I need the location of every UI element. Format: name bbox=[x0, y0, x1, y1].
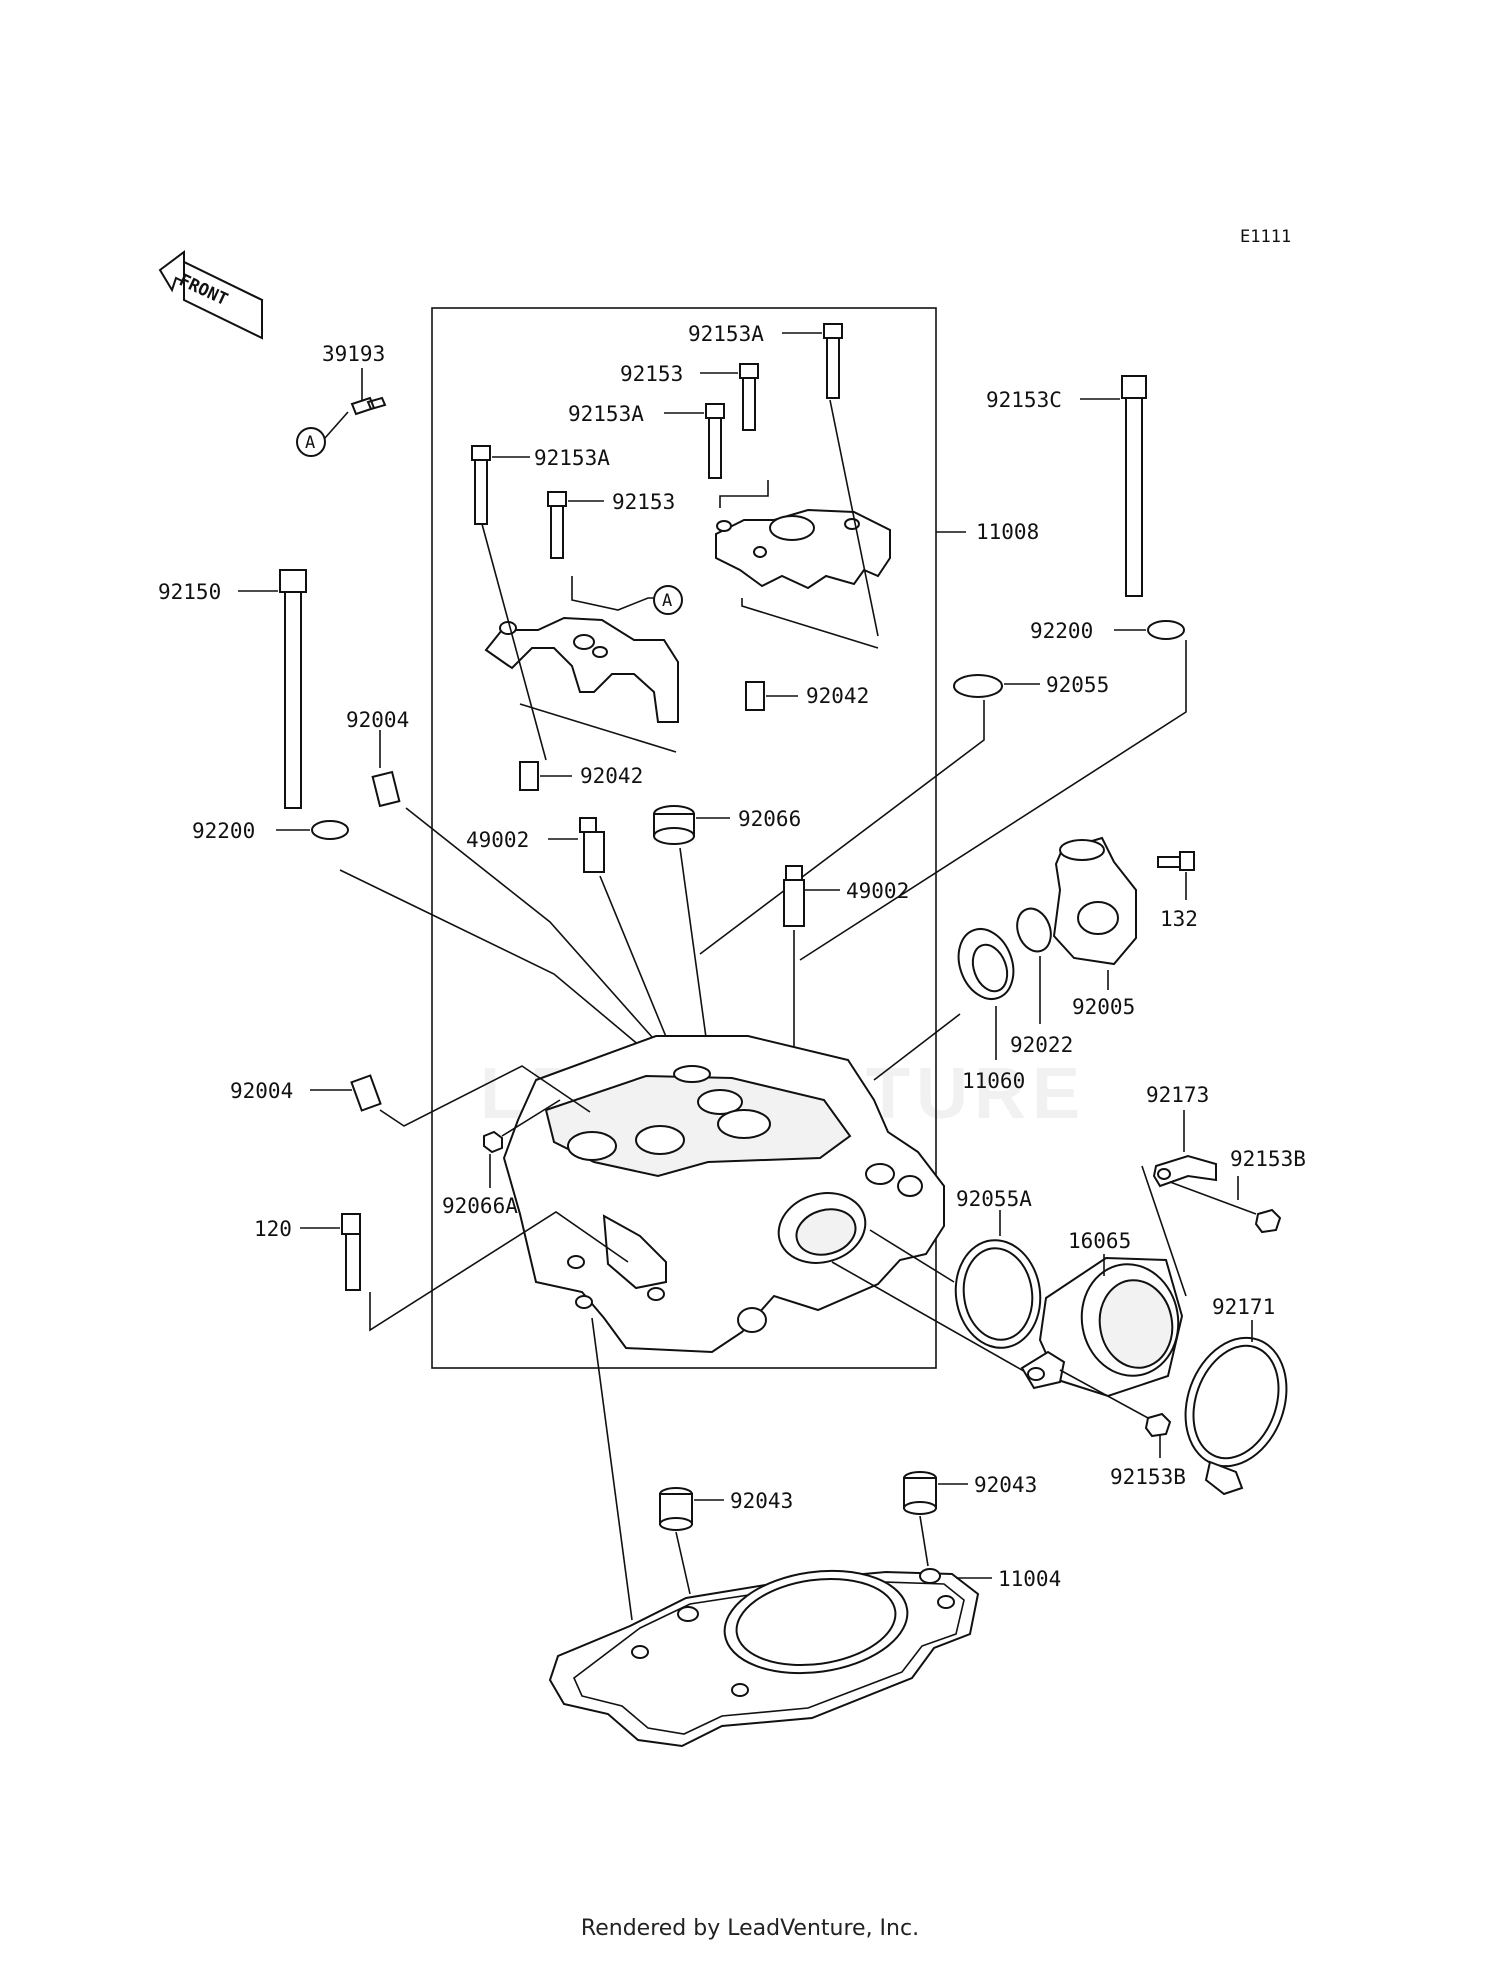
bolt-132 bbox=[1157, 851, 1195, 871]
label-92055A: 92055A bbox=[956, 1187, 1032, 1211]
washer-92200-left bbox=[311, 820, 349, 840]
label-92004-top: 92004 bbox=[346, 708, 409, 732]
label-92153A-left: 92153A bbox=[534, 446, 610, 470]
bolt-92150 bbox=[279, 569, 307, 809]
bracket-92173 bbox=[1152, 1154, 1217, 1188]
seal-11060 bbox=[957, 928, 1015, 1000]
bolt-92153C bbox=[1121, 375, 1147, 597]
oring-92022 bbox=[1016, 907, 1052, 953]
valve-guide-49002-right bbox=[783, 865, 805, 927]
label-92153B-top: 92153B bbox=[1230, 1147, 1306, 1171]
bolt-92153A-mid bbox=[705, 403, 725, 479]
label-92173: 92173 bbox=[1146, 1083, 1209, 1107]
bolt-120 bbox=[341, 1213, 361, 1291]
callout-a-right: A bbox=[662, 591, 672, 611]
label-92042-left: 92042 bbox=[580, 764, 643, 788]
plug-92066A bbox=[483, 1130, 503, 1154]
stud-92004-low bbox=[350, 1074, 382, 1112]
label-92153A-mid: 92153A bbox=[568, 402, 644, 426]
stud-92004-top bbox=[371, 770, 401, 808]
diagram-code: E1111 bbox=[1240, 227, 1291, 247]
callout-a-circle-right bbox=[653, 585, 683, 615]
camshaft-cap-right bbox=[715, 508, 891, 590]
bolt-39193 bbox=[350, 368, 387, 416]
dowel-92042-left bbox=[519, 761, 539, 791]
bolt-92153B-top bbox=[1254, 1208, 1282, 1234]
label-92043-left: 92043 bbox=[730, 1489, 793, 1513]
dowel-92043-left bbox=[659, 1487, 693, 1531]
label-92153A-top: 92153A bbox=[688, 322, 764, 346]
label-11060: 11060 bbox=[962, 1069, 1025, 1093]
label-92043-right: 92043 bbox=[974, 1473, 1037, 1497]
label-92200-left: 92200 bbox=[192, 819, 255, 843]
head-gasket-11004 bbox=[548, 1568, 980, 1748]
valve-guide-49002-left bbox=[579, 817, 605, 873]
callout-a-circle-left bbox=[296, 427, 326, 457]
callout-a-left: A bbox=[305, 433, 315, 453]
label-16065: 16065 bbox=[1068, 1229, 1131, 1253]
oring-92055A bbox=[954, 1239, 1042, 1349]
label-92066: 92066 bbox=[738, 807, 801, 831]
footer-credit: Rendered by LeadVenture, Inc. bbox=[580, 1916, 920, 1941]
label-92150: 92150 bbox=[158, 580, 221, 604]
label-92200-right: 92200 bbox=[1030, 619, 1093, 643]
label-39193: 39193 bbox=[322, 342, 385, 366]
bolt-92153A-left bbox=[471, 445, 491, 525]
bolt-92153B-low bbox=[1144, 1412, 1172, 1438]
front-arrow-icon: FRONT bbox=[158, 250, 264, 340]
label-132: 132 bbox=[1160, 907, 1198, 931]
label-92005: 92005 bbox=[1072, 995, 1135, 1019]
label-92153-top: 92153 bbox=[620, 362, 683, 386]
bolt-92153A-top bbox=[823, 323, 843, 399]
bolt-92153-top bbox=[739, 363, 759, 431]
label-11004: 11004 bbox=[998, 1567, 1061, 1591]
water-outlet-92005 bbox=[1052, 836, 1137, 966]
intake-holder-16065 bbox=[1020, 1256, 1184, 1398]
label-92055: 92055 bbox=[1046, 673, 1109, 697]
label-49002-right: 49002 bbox=[846, 879, 909, 903]
label-92004-low: 92004 bbox=[230, 1079, 293, 1103]
oring-92055 bbox=[953, 674, 1003, 698]
washer-92200-right bbox=[1147, 620, 1185, 640]
label-92042-right: 92042 bbox=[806, 684, 869, 708]
label-92066A: 92066A bbox=[442, 1194, 518, 1218]
label-11008: 11008 bbox=[976, 520, 1039, 544]
label-92153B-low: 92153B bbox=[1110, 1465, 1186, 1489]
plug-92066 bbox=[653, 805, 695, 845]
dowel-92043-right bbox=[903, 1471, 937, 1515]
camshaft-cap-left bbox=[484, 616, 679, 723]
clamp-92171 bbox=[1184, 1336, 1288, 1496]
label-92153-left: 92153 bbox=[612, 490, 675, 514]
bolt-92153-left bbox=[547, 491, 567, 559]
label-92153C: 92153C bbox=[986, 388, 1062, 412]
cylinder-head-assembly-box bbox=[431, 307, 937, 1369]
cylinder-head bbox=[502, 1035, 945, 1354]
label-49002-left: 49002 bbox=[466, 828, 529, 852]
dowel-92042-right bbox=[745, 681, 765, 711]
label-92022: 92022 bbox=[1010, 1033, 1073, 1057]
label-92171: 92171 bbox=[1212, 1295, 1275, 1319]
label-120: 120 bbox=[254, 1217, 292, 1241]
